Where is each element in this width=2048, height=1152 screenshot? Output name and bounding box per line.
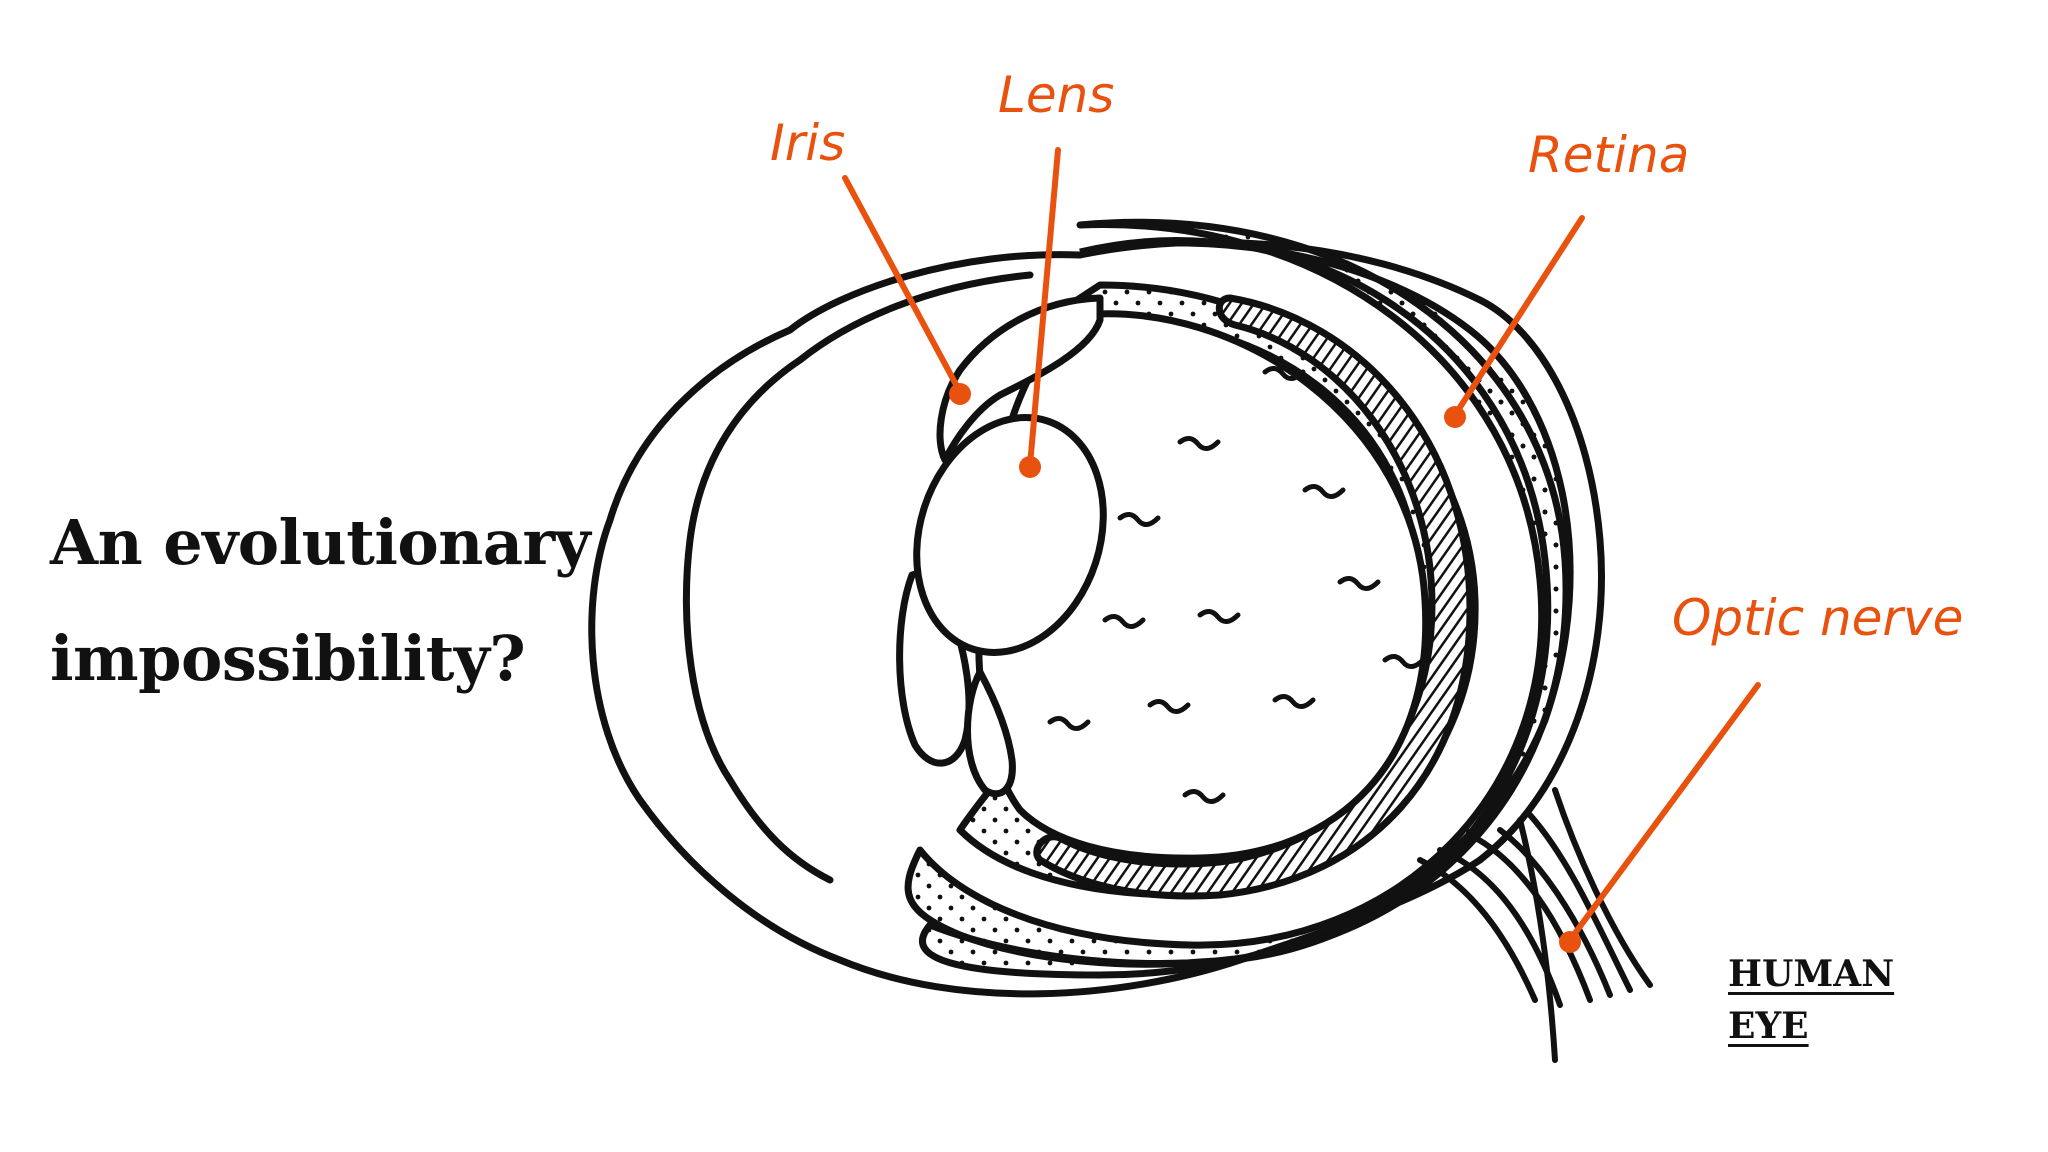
iris-pointer-line xyxy=(842,175,963,395)
headline-line-2: impossibility? xyxy=(50,622,526,695)
lens-pointer-dot xyxy=(1019,456,1041,478)
iris-pointer-dot xyxy=(949,383,971,405)
optic-nerve-fiber-1 xyxy=(1417,857,1538,1003)
caption-line-1: HUMAN xyxy=(1728,953,1895,995)
optic-nerve-pointer-dot xyxy=(1559,931,1581,953)
optic-nerve-pointer-line xyxy=(1567,682,1761,943)
optic-nerve-fiber-6 xyxy=(1552,787,1653,988)
squiggle-9 xyxy=(1147,699,1191,714)
lens-shape xyxy=(913,414,1107,656)
inner-cornea-outline xyxy=(682,271,1034,884)
optic-nerve-label: Optic nerve xyxy=(1672,589,1963,647)
squiggle-11 xyxy=(1047,716,1091,731)
lens-pointer-line xyxy=(1027,147,1061,468)
diagram-caption: HUMAN EYE xyxy=(1728,948,1894,1052)
squiggle-5 xyxy=(1337,576,1381,591)
optic-nerve-fiber-4 xyxy=(1497,827,1613,998)
iris-label: Iris xyxy=(770,114,845,172)
squiggle-2 xyxy=(1177,436,1221,451)
ciliary-lower xyxy=(964,668,1016,798)
caption-line-2: EYE xyxy=(1728,1005,1809,1047)
squiggle-4 xyxy=(1117,512,1161,527)
squiggle-6 xyxy=(1197,609,1241,624)
headline: An evolutionary impossibility? xyxy=(50,485,670,717)
squiggle-12 xyxy=(1182,789,1226,804)
headline-line-1: An evolutionary xyxy=(50,506,591,579)
retina-label: Retina xyxy=(1528,126,1689,184)
retina-layer xyxy=(1033,294,1474,900)
squiggle-7 xyxy=(1102,614,1146,629)
squiggle-10 xyxy=(1272,694,1316,709)
optic-nerve-fiber-7 xyxy=(1517,817,1558,1063)
outer-globe-outline xyxy=(588,238,1605,998)
lens-label: Lens xyxy=(998,66,1114,124)
retina-pointer-dot xyxy=(1444,406,1466,428)
squiggle-3 xyxy=(1302,484,1346,499)
retina-pointer-line xyxy=(1452,215,1585,418)
optic-nerve-fiber-5 xyxy=(1527,812,1633,993)
squiggle-8 xyxy=(1382,654,1426,669)
squiggle-1 xyxy=(1262,366,1306,381)
